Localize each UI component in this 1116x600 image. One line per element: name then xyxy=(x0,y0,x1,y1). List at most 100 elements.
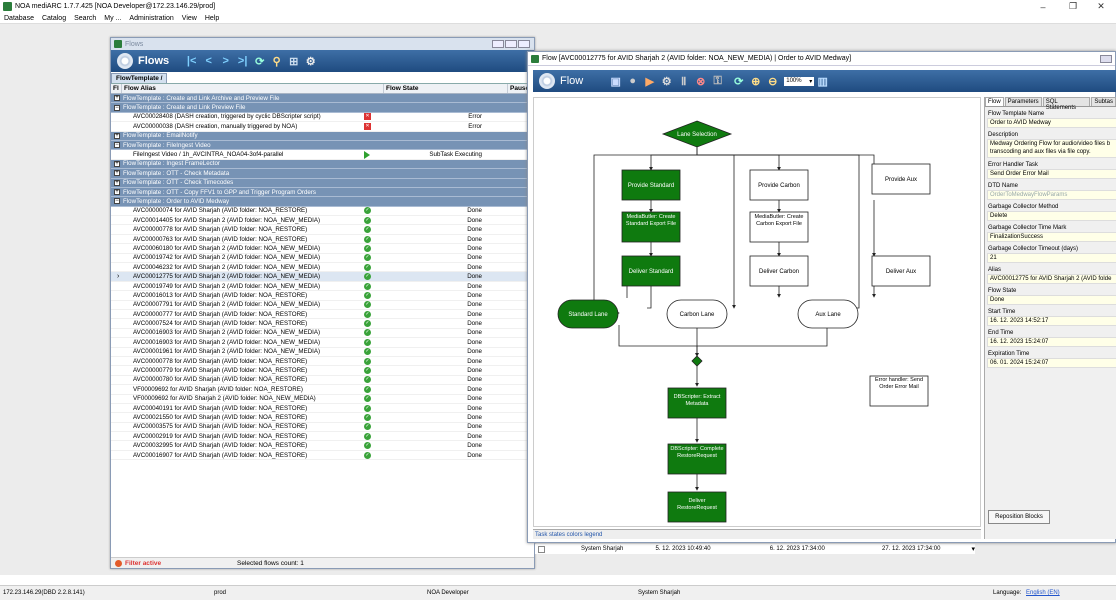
tab-sql-statements[interactable]: SQL Statements xyxy=(1042,97,1091,111)
table-row[interactable]: AVC00007791 for AVID Sharjah 2 (AVID fol… xyxy=(111,301,534,310)
table-row[interactable]: AVC00016903 for AVID Sharjah 2 (AVID fol… xyxy=(111,338,534,348)
table-row[interactable]: AVC00000038 (DASH creation, manually tri… xyxy=(111,122,534,132)
table-row[interactable]: AVC00016907 for AVID Sharjah (AVID folde… xyxy=(111,451,534,461)
expand-icon[interactable]: + xyxy=(114,189,120,196)
table-row[interactable]: AVC00040191 for AVID Sharjah (AVID folde… xyxy=(111,404,534,414)
table-row[interactable]: AVC00000763 for AVID Sharjah (AVID folde… xyxy=(111,235,534,245)
save-icon[interactable]: ▣ xyxy=(610,75,621,88)
table-row[interactable]: AVC00016013 for AVID Sharjah (AVID folde… xyxy=(111,291,534,301)
menu-item-5[interactable]: View xyxy=(181,14,197,22)
table-row[interactable]: AVC00032995 for AVID Sharjah (AVID folde… xyxy=(111,441,534,451)
close-icon[interactable]: ✕ xyxy=(1097,1,1105,11)
field-value[interactable]: Done xyxy=(987,295,1116,305)
tab-parameters[interactable]: Parameters xyxy=(1004,97,1042,106)
table-row[interactable]: AVC00046232 for AVID Sharjah 2 (AVID fol… xyxy=(111,263,534,273)
field-value[interactable]: 16. 12. 2023 14:52:17 xyxy=(987,316,1116,326)
table-row[interactable]: AVC00019742 for AVID Sharjah 2 (AVID fol… xyxy=(111,254,534,264)
col-flag[interactable]: Fl xyxy=(111,84,122,93)
hierarchy-icon[interactable]: ⊞ xyxy=(289,55,299,68)
table-row[interactable]: FileIngest Video / 1h_AVCINTRA_NOA04-3of… xyxy=(111,150,534,160)
tab-subtas[interactable]: Subtas xyxy=(1091,97,1116,106)
group-row[interactable]: −FlowTemplate : FileIngest Video xyxy=(111,140,534,151)
field-value[interactable]: 16. 12. 2023 15:24:07 xyxy=(987,337,1116,347)
play-icon[interactable]: ▶ xyxy=(645,75,654,88)
table-row[interactable]: AVC00001961 for AVID Sharjah 2 (AVID fol… xyxy=(111,348,534,357)
settings-icon[interactable]: ⚙ xyxy=(661,75,672,88)
table-row[interactable]: AVC00000778 for AVID Sharjah (AVID folde… xyxy=(111,225,534,235)
reposition-blocks-button[interactable]: Reposition Blocks xyxy=(988,510,1050,524)
maximize-icon[interactable] xyxy=(505,40,517,48)
tab-flow[interactable]: Flow xyxy=(985,97,1004,106)
minimize-icon[interactable]: – xyxy=(1040,1,1046,12)
table-row[interactable]: AVC00019749 for AVID Sharjah 2 (AVID fol… xyxy=(111,282,534,292)
table-row[interactable]: AVC00000779 for AVID Sharjah (AVID folde… xyxy=(111,366,534,376)
refresh-icon[interactable]: ⟳ xyxy=(255,55,265,68)
collapse-icon[interactable]: − xyxy=(114,104,120,111)
menu-item-1[interactable]: Catalog xyxy=(41,14,67,22)
menu-item-6[interactable]: Help xyxy=(204,14,220,22)
field-value[interactable]: Delete xyxy=(987,211,1116,221)
group-row[interactable]: +FlowTemplate : OTT - Check Timecodes xyxy=(111,178,534,188)
field-value[interactable]: 21 xyxy=(987,253,1116,263)
tab-flowtemplate[interactable]: FlowTemplate / xyxy=(111,73,168,83)
table-row[interactable]: VF00009692 for AVID Sharjah (AVID folder… xyxy=(111,385,534,395)
col-state[interactable]: Flow State xyxy=(384,84,508,93)
table-row[interactable]: AVC00016903 for AVID Sharjah 2 (AVID fol… xyxy=(111,329,534,339)
table-row[interactable]: System Sharjah 5. 12. 2023 10:49:40 6. 1… xyxy=(535,544,975,554)
language-link[interactable]: English (EN) xyxy=(1026,590,1060,596)
field-value[interactable]: AVC00012775 for AVID Sharjah 2 (AVID fol… xyxy=(987,274,1116,284)
filter-icon[interactable]: ⚙ xyxy=(305,55,316,68)
group-row[interactable]: −FlowTemplate : Order to AVID Medway xyxy=(111,197,534,207)
table-row[interactable]: AVC00002919 for AVID Sharjah (AVID folde… xyxy=(111,432,534,442)
table-row[interactable]: AVC00003575 for AVID Sharjah (AVID folde… xyxy=(111,423,534,433)
field-value[interactable]: Order to AVID Medway xyxy=(987,118,1116,128)
scroll-down-icon[interactable]: ▾ xyxy=(971,546,975,553)
expand-icon[interactable]: + xyxy=(114,132,120,139)
group-row[interactable]: +FlowTemplate : OTT - Copy FFV1 to GPP a… xyxy=(111,187,534,198)
menu-item-0[interactable]: Database xyxy=(4,14,34,22)
search-icon[interactable]: ⚲ xyxy=(272,55,281,68)
expand-icon[interactable]: + xyxy=(114,179,120,186)
minimize-icon[interactable] xyxy=(492,40,504,48)
zoom-select[interactable]: 100%▾ xyxy=(784,76,815,86)
group-row[interactable]: −FlowTemplate : Create and Link Preview … xyxy=(111,103,534,113)
restore-icon[interactable]: ❐ xyxy=(1068,1,1078,11)
menu-item-2[interactable]: Search xyxy=(74,14,97,22)
lock-icon[interactable]: ⚿ xyxy=(713,74,722,87)
stop-icon[interactable]: ● xyxy=(629,75,637,87)
flow-canvas[interactable]: Lane Selection Provide Standard MediaBut… xyxy=(533,97,981,527)
col-alias[interactable]: Flow Alias xyxy=(122,84,384,93)
group-row[interactable]: +FlowTemplate : Ingest FrameLector xyxy=(111,159,534,170)
table-row[interactable]: AVC00014405 for AVID Sharjah 2 (AVID fol… xyxy=(111,216,534,226)
table-row[interactable]: AVC00000074 for AVID Sharjah (AVID folde… xyxy=(111,207,534,217)
collapse-icon[interactable]: − xyxy=(114,142,120,149)
table-row[interactable]: VF00009692 for AVID Sharjah 2 (AVID fold… xyxy=(111,395,534,404)
layout-icon[interactable]: ▥ xyxy=(817,75,828,88)
cancel-icon[interactable]: ⊗ xyxy=(696,75,706,88)
table-row[interactable]: AVC00000780 for AVID Sharjah (AVID folde… xyxy=(111,376,534,386)
field-value[interactable]: FinalizationSuccess xyxy=(987,232,1116,242)
prev-page-icon[interactable]: < xyxy=(205,55,212,67)
first-page-icon[interactable]: |< xyxy=(186,55,197,67)
group-row[interactable]: +FlowTemplate : Create and Link Archive … xyxy=(111,94,534,104)
table-row[interactable]: AVC00000777 for AVID Sharjah (AVID folde… xyxy=(111,310,534,320)
field-value[interactable]: OrderToMedwayFlowParams xyxy=(987,190,1116,200)
zoom-in-icon[interactable]: ⊕ xyxy=(751,75,761,88)
table-row[interactable]: AVC00007524 for AVID Sharjah (AVID folde… xyxy=(111,319,534,329)
expand-icon[interactable]: + xyxy=(114,160,120,167)
group-row[interactable]: +FlowTemplate : EmailNotify xyxy=(111,131,534,141)
field-value[interactable]: Send Order Error Mail xyxy=(987,169,1116,179)
expand-icon[interactable]: + xyxy=(114,95,120,102)
menu-item-3[interactable]: My ... xyxy=(104,14,122,22)
field-value[interactable]: Medway Ordering Flow for audio/video fil… xyxy=(987,139,1116,158)
collapse-icon[interactable]: − xyxy=(114,198,120,205)
menu-item-4[interactable]: Administration xyxy=(129,14,174,22)
group-row[interactable]: +FlowTemplate : OTT - Check Metadata xyxy=(111,169,534,179)
pause-checkbox[interactable] xyxy=(538,545,545,553)
field-value[interactable]: 06. 01. 2024 15:24:07 xyxy=(987,358,1116,368)
minimize-icon[interactable] xyxy=(1100,54,1112,63)
table-row[interactable]: AVC00028408 (DASH creation, triggered by… xyxy=(111,113,534,123)
table-row[interactable]: ›AVC00012775 for AVID Sharjah 2 (AVID fo… xyxy=(111,272,534,282)
next-page-icon[interactable]: > xyxy=(222,55,229,67)
legend-link[interactable]: Task states colors legend xyxy=(533,529,981,539)
